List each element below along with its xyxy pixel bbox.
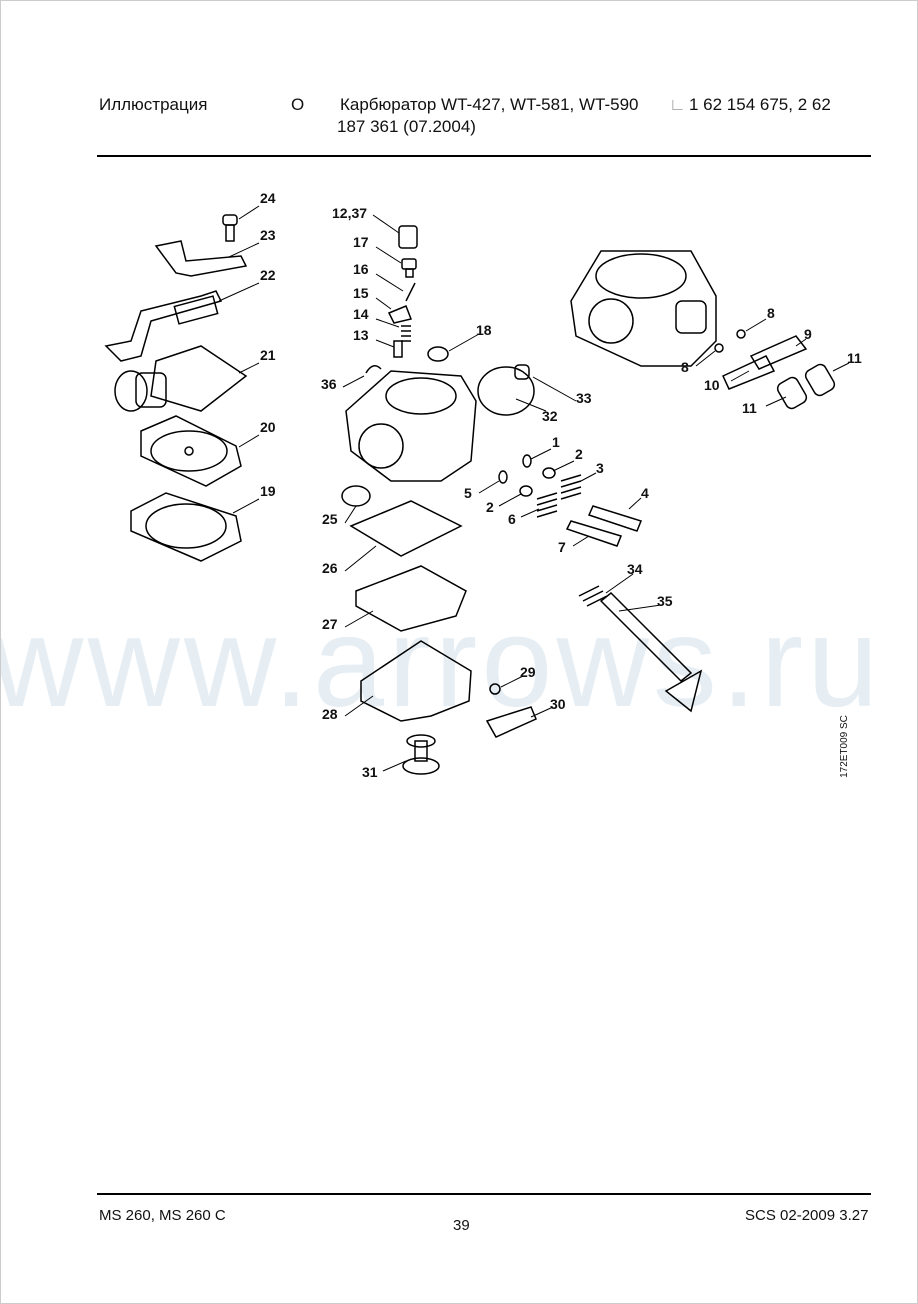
screw-10: [722, 355, 776, 390]
callout: 5: [464, 485, 472, 501]
callout: 20: [260, 419, 276, 435]
carburetor-body-side: [570, 250, 717, 367]
callout: 4: [641, 485, 649, 501]
callout: 24: [260, 190, 276, 206]
diaphragm-26: [349, 500, 463, 557]
callout: 10: [704, 377, 720, 393]
callout: 1: [552, 434, 560, 450]
callout: 3: [596, 460, 604, 476]
callout: 19: [260, 483, 276, 499]
callout: 22: [260, 267, 276, 283]
callout: 18: [476, 322, 492, 338]
callout: 15: [353, 285, 369, 301]
callout: 26: [322, 560, 338, 576]
callout: 11: [742, 400, 757, 416]
spring-3: [560, 474, 582, 500]
callout: 31: [362, 764, 378, 780]
callout: 9: [804, 326, 812, 342]
screw-17: [401, 258, 417, 278]
callout: 36: [321, 376, 337, 392]
callout: 13: [353, 327, 369, 343]
header-rule: [97, 155, 871, 157]
callout: 2: [486, 499, 494, 515]
callout: 14: [353, 306, 369, 322]
bracket-23: [154, 240, 248, 277]
callout: 11: [847, 350, 862, 366]
callout: 8: [767, 305, 775, 321]
watermark: www.arrows.ru: [0, 591, 883, 734]
callout: 27: [322, 616, 338, 632]
callout: 25: [322, 511, 338, 527]
marker: O: [291, 95, 305, 114]
callout: 33: [576, 390, 592, 406]
cap-11b: [776, 376, 808, 410]
spring-6: [536, 492, 558, 518]
ball-29: [489, 683, 501, 695]
callout: 32: [542, 408, 558, 424]
callout: 29: [520, 664, 536, 680]
callout: 6: [508, 511, 516, 527]
spring-34: [578, 585, 608, 607]
callout: 12,37: [332, 205, 368, 221]
callout: 34: [627, 561, 643, 577]
footer-rule: [97, 1193, 871, 1195]
callout: 28: [322, 706, 338, 722]
cap-11a: [804, 363, 836, 397]
lever-22: [104, 290, 223, 362]
screen-25: [341, 485, 371, 507]
gasket-27: [355, 565, 467, 632]
gasket-19: [130, 492, 242, 562]
callout: 17: [353, 234, 369, 250]
needle-13: [393, 340, 403, 358]
callout: 16: [353, 261, 369, 277]
carburetor-body: [345, 370, 477, 482]
screw-30: [485, 706, 537, 738]
screw-9: [749, 335, 808, 370]
lever-15: [387, 305, 413, 324]
footer-model: MS 260, MS 260 C: [99, 1207, 226, 1224]
callout: 8: [681, 359, 689, 375]
callout: 30: [550, 696, 566, 712]
cover-28: [360, 640, 472, 722]
corner-symbol: ∟: [669, 95, 686, 114]
footer-doc-ref: SCS 02-2009 3.27: [745, 1207, 869, 1224]
figure-code: 172ET009 SC: [838, 715, 850, 778]
page-number: 39: [453, 1217, 470, 1234]
spring-14: [401, 325, 411, 342]
screw-24: [222, 214, 238, 242]
washer-18: [427, 346, 449, 362]
pump-cover-21: [114, 345, 248, 412]
title-line2: 187 361 (07.2004): [337, 117, 476, 136]
disc-32: [477, 366, 535, 416]
screw-31: [402, 734, 440, 775]
section-label: Иллюстрация: [99, 95, 208, 114]
callout: 23: [260, 227, 276, 243]
plug-12-37: [398, 225, 418, 249]
part-numbers: 1 62 154 675, 2 62: [689, 95, 831, 114]
callout: 35: [657, 593, 673, 609]
callout: 2: [575, 446, 583, 462]
callout: 21: [260, 347, 276, 363]
title-line1: Карбюратор WT-427, WT-581, WT-590: [340, 95, 639, 114]
screw-7: [565, 520, 623, 547]
shaft-35: [599, 591, 703, 713]
diaphragm-20: [140, 415, 242, 487]
screw-4: [587, 505, 642, 532]
clip-36: [365, 365, 382, 374]
callout: 7: [558, 539, 566, 555]
screw-33: [514, 364, 530, 380]
